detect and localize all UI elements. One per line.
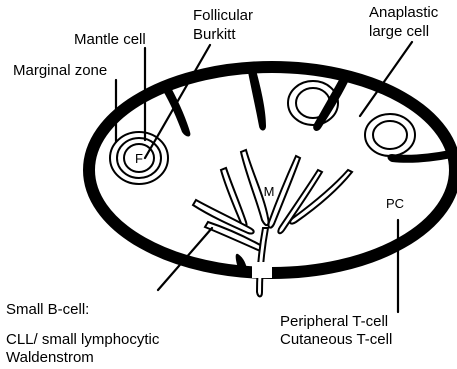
label-marginal-zone: Marginal zone <box>13 62 107 79</box>
follicle-mark: F <box>135 151 143 166</box>
label-anaplastic: Anaplastic <box>369 4 439 21</box>
medulla-mark: M <box>264 184 275 199</box>
label-burkitt: Burkitt <box>193 26 236 43</box>
follicle: F <box>110 132 168 184</box>
paracortex-mark: PC <box>386 196 404 211</box>
label-large-cell: large cell <box>369 23 429 40</box>
sinus-ring-lower-inner <box>373 121 407 149</box>
label-mantle-cell: Mantle cell <box>74 31 146 48</box>
leader-follicular-burkitt <box>145 45 210 158</box>
label-waldenstrom: Waldenstrom <box>6 349 94 366</box>
label-cutaneous-t-cell: Cutaneous T-cell <box>280 331 392 348</box>
label-small-b-cell: Small B-cell: <box>6 301 89 318</box>
label-cll-small-lymphocytic: CLL/ small lymphocytic <box>6 331 160 348</box>
label-follicular: Follicular <box>193 7 253 24</box>
sinus-ring-upper-inner <box>296 88 330 118</box>
label-peripheral-t-cell: Peripheral T-cell <box>280 313 388 330</box>
